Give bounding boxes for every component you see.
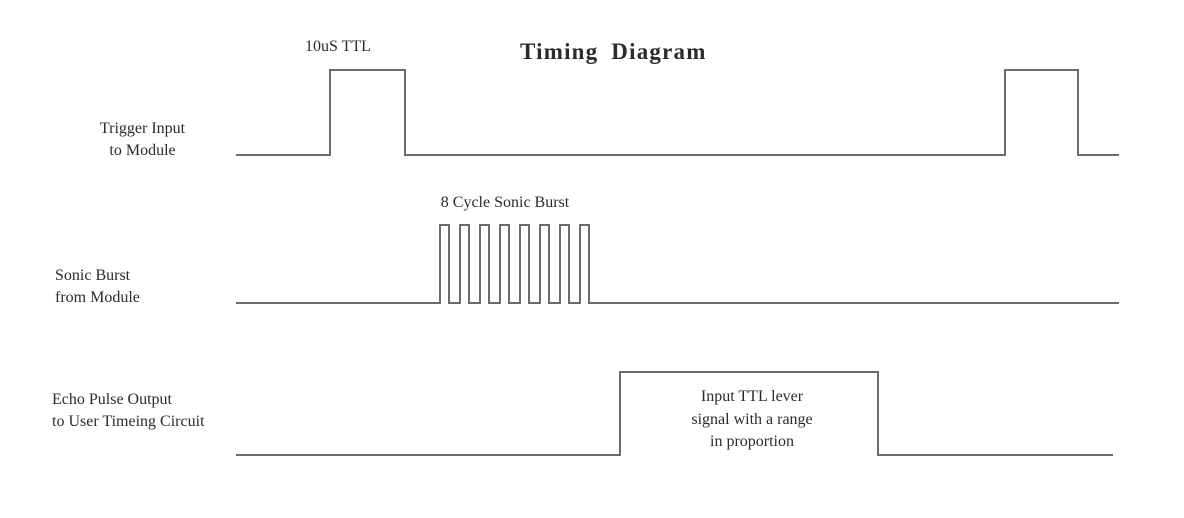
signal-label-echo-pulse-output: Echo Pulse Output to User Timeing Circui… bbox=[52, 391, 205, 431]
annotation-burst-cycles: 8 Cycle Sonic Burst bbox=[440, 194, 570, 211]
page-title: Timing Diagram bbox=[520, 39, 707, 64]
echo-pulse-waveform bbox=[236, 371, 1113, 456]
annotation-echo-pulse-description: Input TTL lever signal with a range in p… bbox=[691, 388, 813, 451]
annotation-trigger-pulse-width: 10uS TTL bbox=[305, 38, 371, 55]
trigger-input-waveform bbox=[236, 69, 1119, 156]
sonic-burst-waveform bbox=[236, 224, 1119, 304]
signal-label-trigger-input: Trigger Input to Module bbox=[99, 120, 186, 160]
signal-label-sonic-burst: Sonic Burst from Module bbox=[55, 267, 140, 307]
